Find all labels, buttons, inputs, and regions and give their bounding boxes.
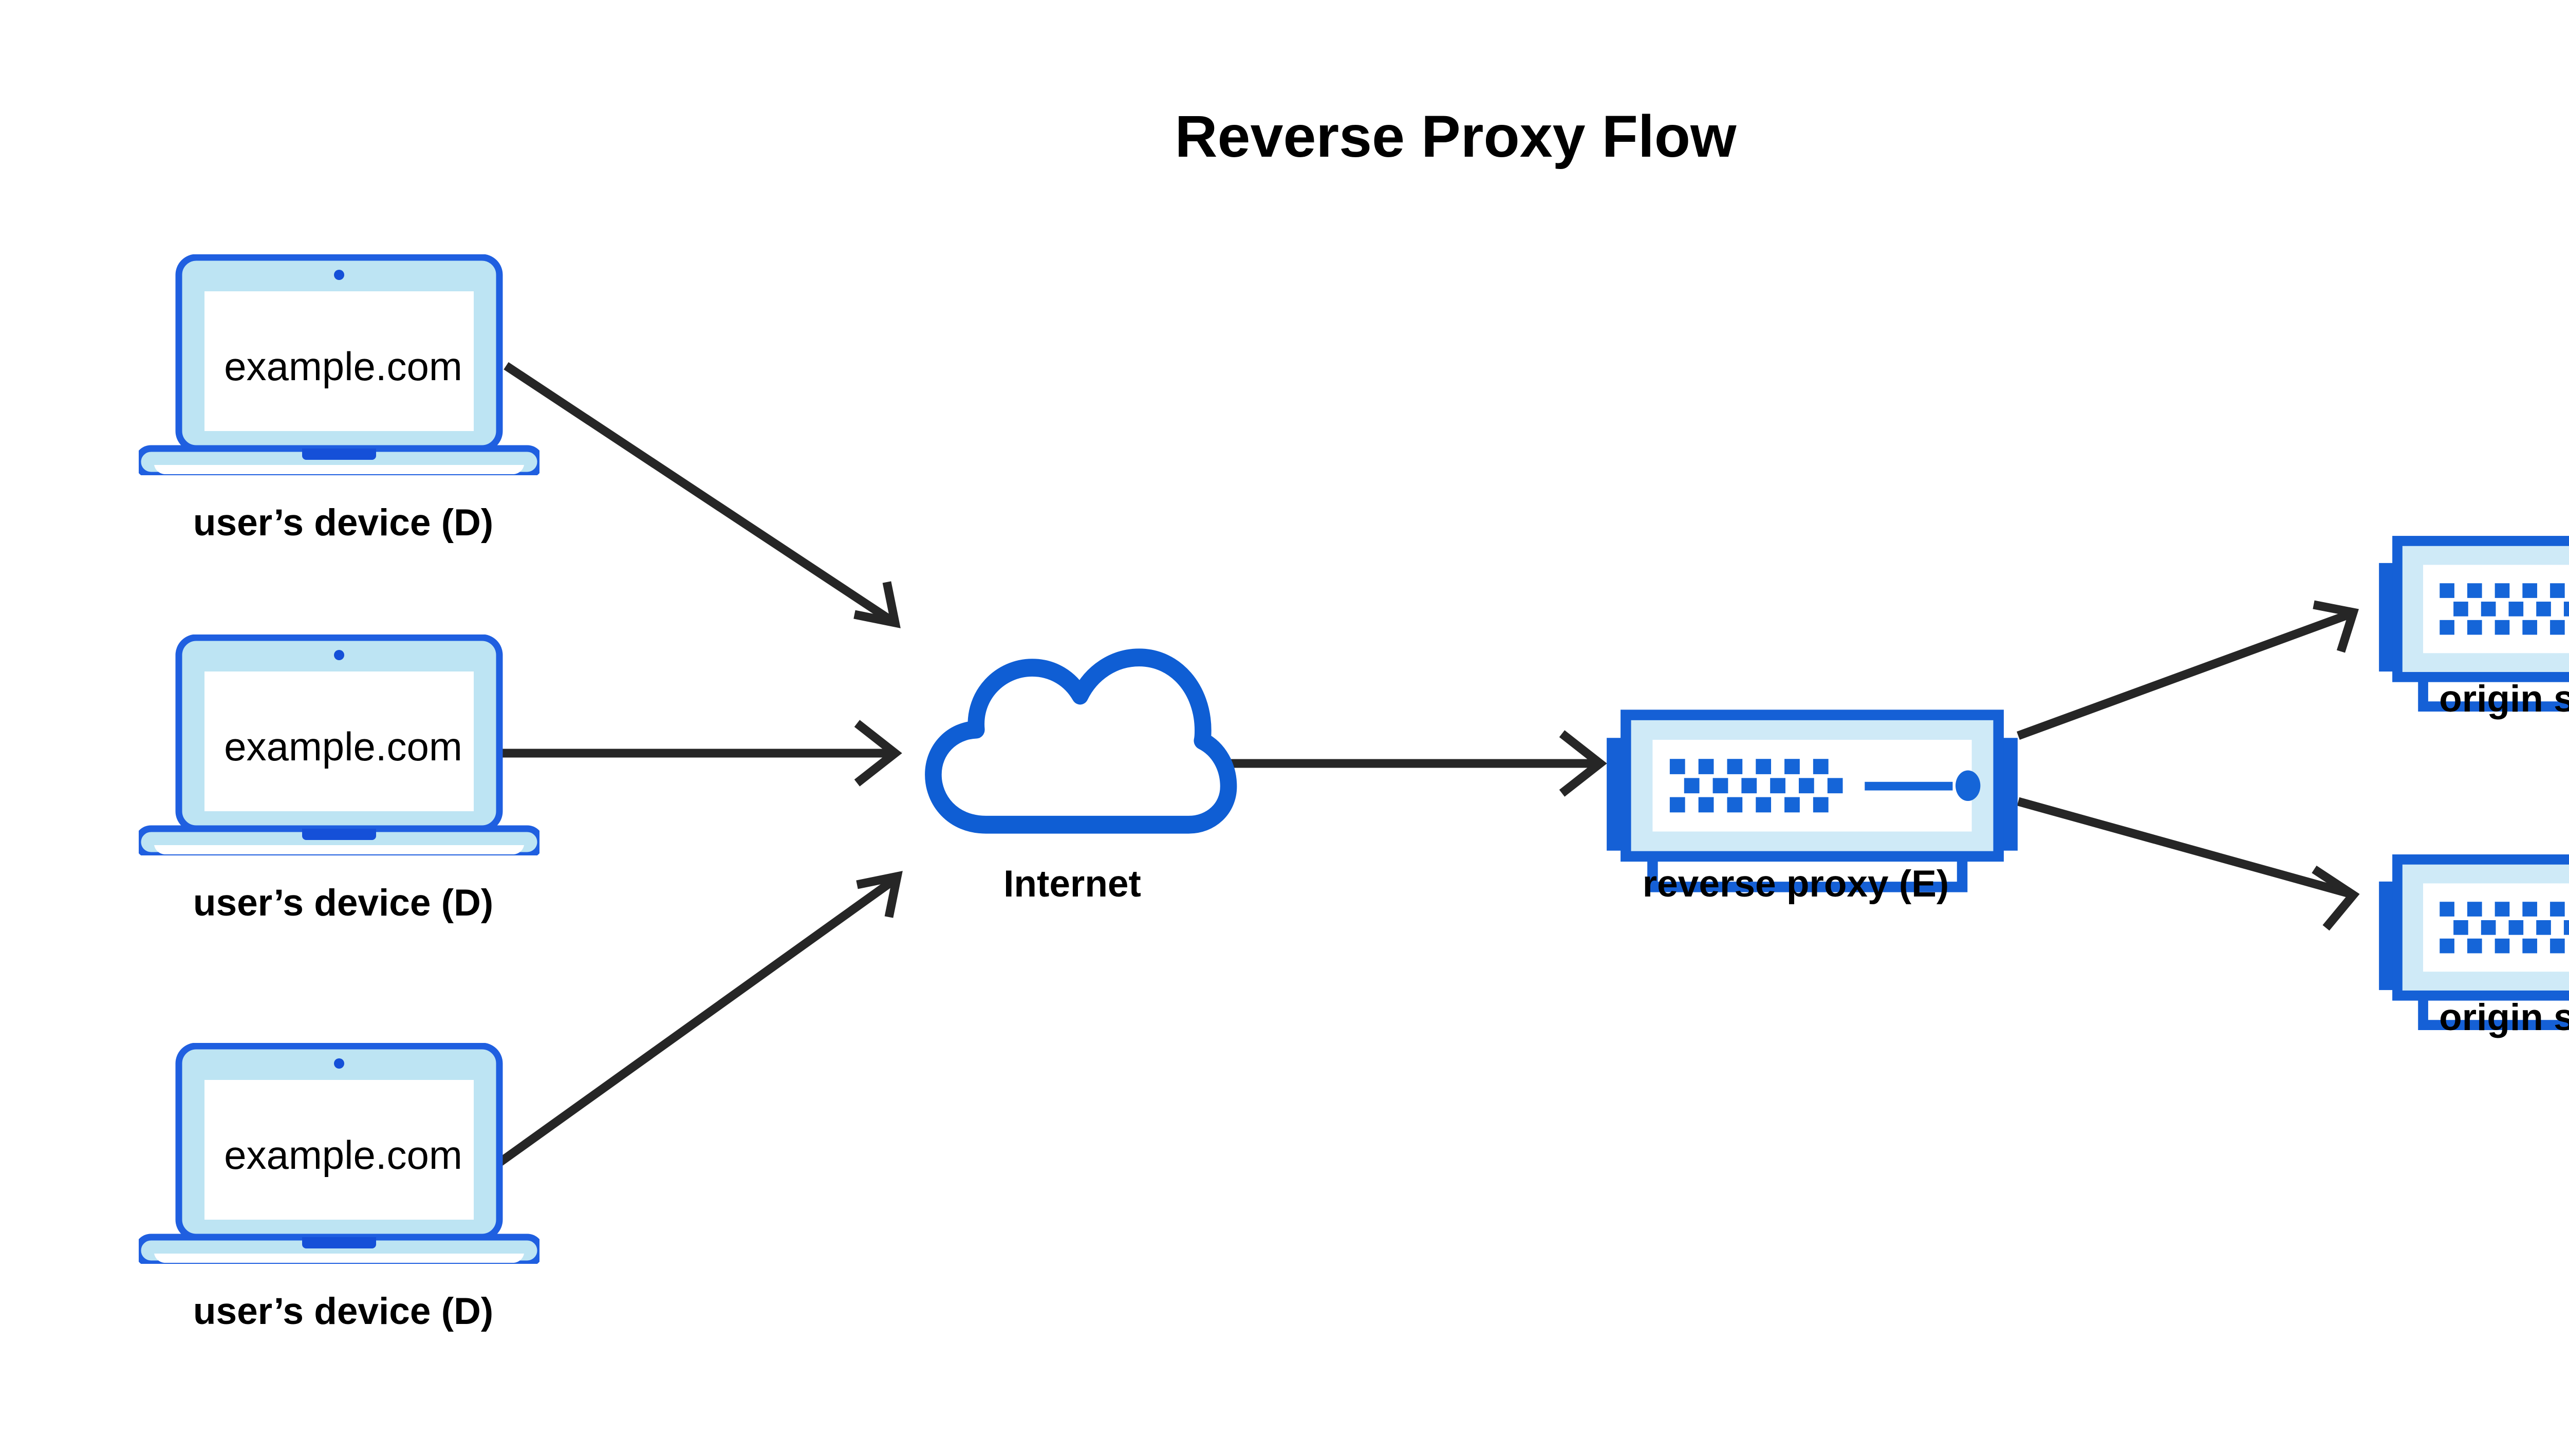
- edge-proxy-origin2: [2017, 797, 2360, 931]
- edge-client1-internet: [504, 362, 901, 628]
- node-origin-1[interactable]: origin server (F): [2379, 541, 2569, 720]
- client-2-screen-text: example.com: [224, 724, 462, 769]
- cloud-icon: [933, 658, 1228, 825]
- node-client-2[interactable]: example.com user’s device (D): [138, 638, 541, 924]
- node-internet[interactable]: Internet: [933, 658, 1228, 905]
- client-1-label: user’s device (D): [193, 502, 493, 544]
- internet-label: Internet: [1003, 863, 1141, 905]
- node-origin-2[interactable]: origin server (F): [2379, 860, 2569, 1038]
- client-2-label: user’s device (D): [193, 882, 493, 924]
- edge-client2-internet: [501, 720, 902, 787]
- edge-internet-proxy: [1231, 730, 1607, 797]
- origin-1-label: origin server (F): [2439, 678, 2569, 720]
- edge-proxy-origin1: [2017, 600, 2359, 740]
- edge-layer: [497, 362, 2360, 1166]
- node-client-1[interactable]: example.com user’s device (D): [138, 257, 541, 544]
- node-reverse-proxy[interactable]: reverse proxy (E): [1607, 715, 2018, 905]
- node-client-3[interactable]: example.com user’s device (D): [138, 1046, 541, 1332]
- server-icon: [1607, 715, 2018, 887]
- reverse-proxy-label: reverse proxy (E): [1643, 863, 1949, 905]
- client-3-screen-text: example.com: [224, 1132, 462, 1178]
- page-title: Reverse Proxy Flow: [1175, 104, 1737, 170]
- edge-client3-internet: [497, 871, 903, 1166]
- client-3-label: user’s device (D): [193, 1291, 493, 1332]
- origin-2-label: origin server (F): [2439, 997, 2569, 1038]
- client-1-screen-text: example.com: [224, 344, 462, 389]
